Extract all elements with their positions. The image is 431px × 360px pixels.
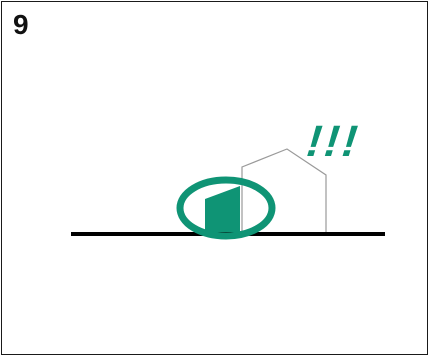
diagram-panel: 9 !!! bbox=[1, 1, 428, 355]
highlight-ellipse-icon bbox=[176, 176, 276, 240]
small-extension-icon bbox=[205, 186, 240, 234]
house-outline-icon bbox=[241, 148, 327, 234]
exclamation-marks: !!! bbox=[304, 117, 363, 166]
step-number: 9 bbox=[13, 9, 29, 40]
